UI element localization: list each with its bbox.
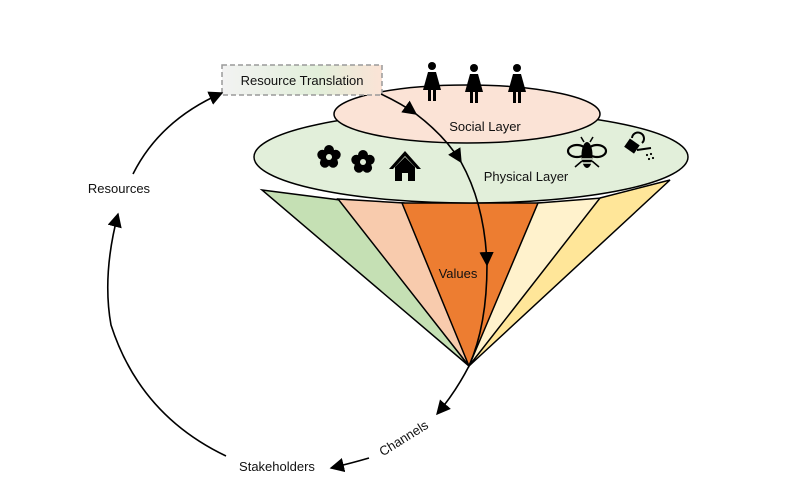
edge-resources-to-translation [132, 91, 224, 175]
edge-stakeholders-to-resources [106, 212, 227, 457]
bee-icon [566, 136, 608, 168]
resource-translation-label: Resource Translation [241, 73, 364, 88]
resource-translation-node[interactable]: Resource Translation [221, 64, 383, 96]
stakeholders-label[interactable]: Stakeholders [239, 459, 315, 474]
social-layer-label: Social Layer [449, 119, 521, 134]
flower-icon [317, 145, 341, 168]
watering-can-icon [624, 131, 655, 161]
woman-icon [508, 64, 526, 103]
channels-label[interactable]: Channels [376, 417, 431, 459]
physical-icons-left [317, 145, 421, 181]
woman-icon [465, 64, 483, 103]
woman-icon [423, 62, 441, 101]
cone-segment-yellow [468, 179, 671, 367]
people-icons [423, 62, 526, 103]
resources-label[interactable]: Resources [88, 181, 151, 196]
edge-channels-to-stakeholders [329, 457, 370, 473]
edge-values-to-apex [468, 264, 488, 367]
values-label: Values [439, 266, 478, 281]
edge-apex-to-channels [436, 365, 470, 416]
resource-translation-box [221, 64, 383, 96]
flower-icon [351, 150, 375, 173]
physical-icons-right [566, 131, 655, 168]
physical-layer-label: Physical Layer [484, 169, 569, 184]
edge-social-to-physical [415, 113, 462, 164]
edge-translation-to-social [380, 93, 418, 115]
edge-physical-to-values [460, 161, 494, 267]
house-icon [389, 151, 421, 181]
